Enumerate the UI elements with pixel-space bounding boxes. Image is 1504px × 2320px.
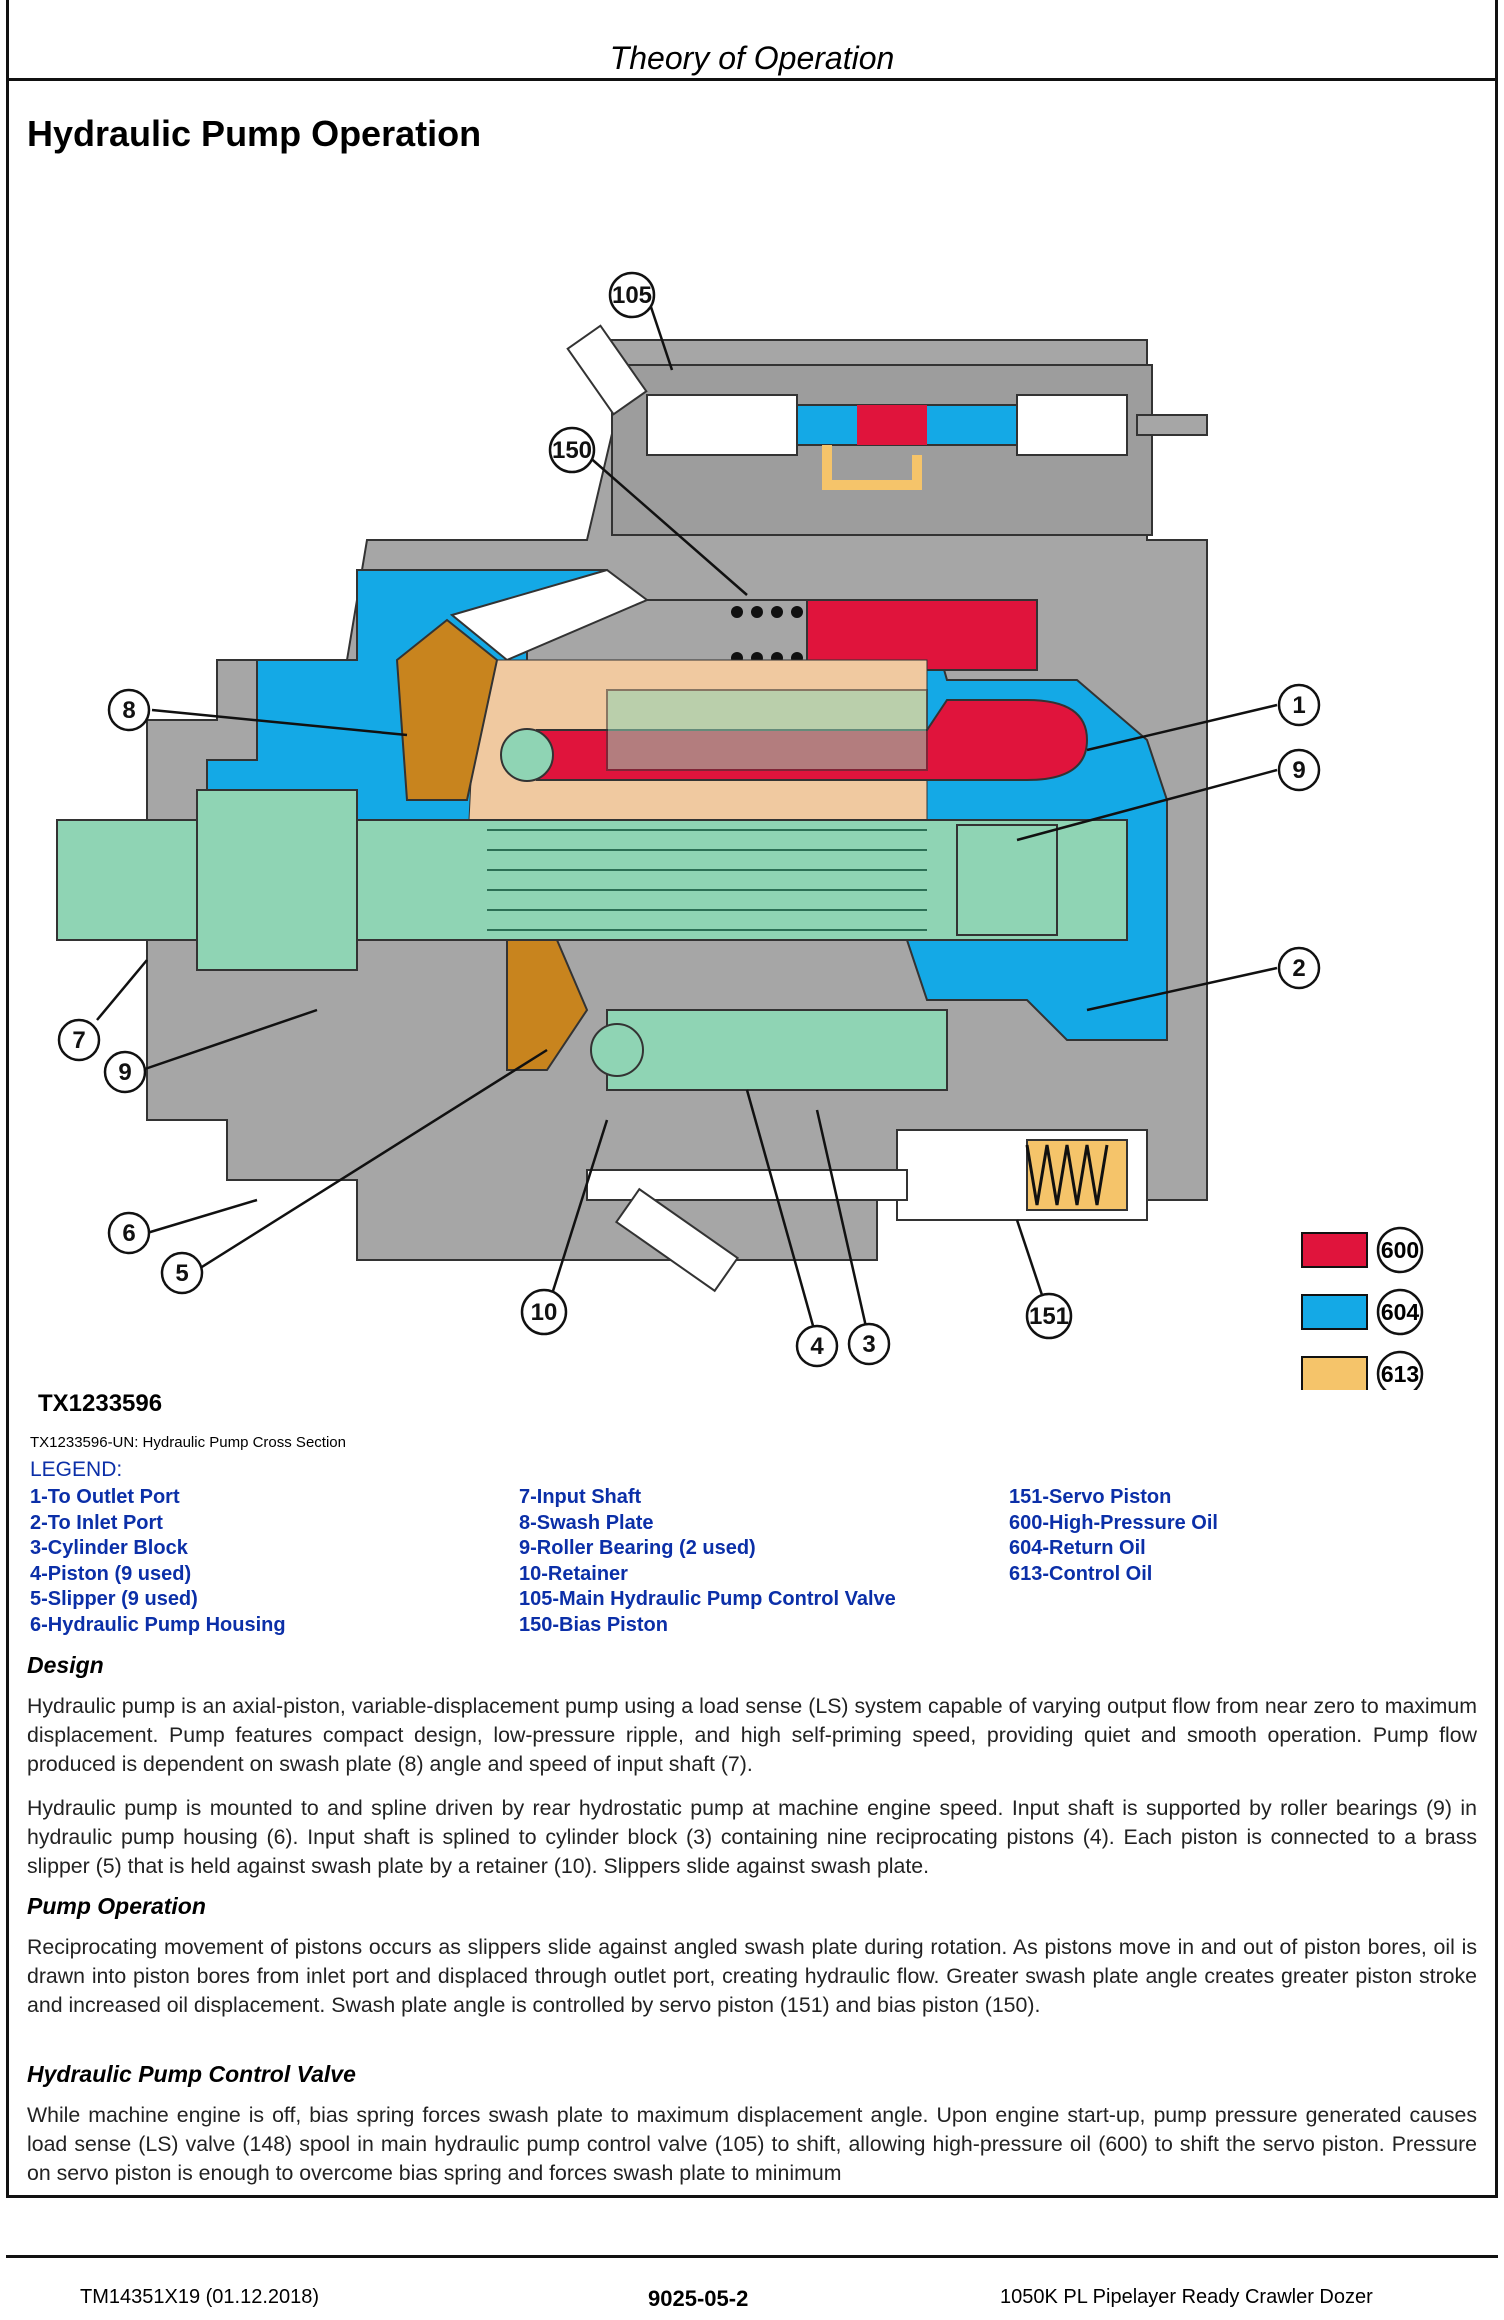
control-valve-heading: Hydraulic Pump Control Valve — [27, 2061, 356, 2087]
pump-operation-paragraph: Reciprocating movement of pistons occurs… — [27, 1935, 1477, 2017]
legend-item: 4-Piston (9 used) — [30, 1562, 192, 1585]
legend-item: 600-High-Pressure Oil — [1009, 1511, 1218, 1534]
footer-doc-id: TM14351X19 (01.12.2018) — [80, 2286, 320, 2308]
color-swatch-600 — [1301, 1232, 1368, 1268]
design-heading: Design — [27, 1652, 104, 1678]
color-swatch-604 — [1301, 1294, 1368, 1330]
lower-piston — [606, 1009, 948, 1091]
callout-7: 7 — [72, 1027, 85, 1054]
callout-105: 105 — [612, 282, 652, 309]
legend-item: 8-Swash Plate — [519, 1511, 654, 1534]
pump-cross-section-diagram: 105 150 8 1 9 7 9 2 6 5 10 4 3 151 600 6… — [56, 271, 1424, 1390]
callout-1: 1 — [1292, 692, 1305, 719]
figure-caption: TX1233596-UN: Hydraulic Pump Cross Secti… — [30, 1434, 346, 1451]
color-key-600: 600 — [1381, 1237, 1419, 1263]
figure-id: TX1233596 — [38, 1390, 163, 1417]
callout-9-lower: 9 — [118, 1059, 131, 1086]
color-key-604: 604 — [1381, 1299, 1420, 1325]
legend-item: 6-Hydraulic Pump Housing — [30, 1613, 286, 1636]
footer-machine-name: 1050K PL Pipelayer Ready Crawler Dozer — [1000, 2286, 1373, 2308]
legend-item: 7-Input Shaft — [519, 1486, 642, 1508]
header-rule — [6, 78, 1498, 81]
callout-2: 2 — [1292, 955, 1305, 982]
legend-item: 151-Servo Piston — [1009, 1486, 1172, 1508]
legend-item: 105-Main Hydraulic Pump Control Valve — [519, 1588, 896, 1610]
legend-item: 1-To Outlet Port — [30, 1486, 180, 1508]
callout-10: 10 — [531, 1299, 558, 1326]
legend-title: LEGEND: — [30, 1458, 123, 1481]
callout-8: 8 — [122, 697, 135, 724]
legend-item: 604-Return Oil — [1009, 1537, 1146, 1559]
page-title: Hydraulic Pump Operation — [27, 113, 482, 154]
color-swatch-613 — [1301, 1356, 1368, 1390]
color-key-613: 613 — [1381, 1361, 1419, 1387]
legend-item: 3-Cylinder Block — [30, 1537, 188, 1559]
page-frame — [6, 0, 1498, 2198]
swash-plate — [395, 618, 499, 801]
footer-page-number: 9025-05-2 — [648, 2286, 749, 2311]
legend-item: 5-Slipper (9 used) — [30, 1588, 198, 1610]
legend-item: 613-Control Oil — [1009, 1562, 1153, 1585]
pump-operation-heading: Pump Operation — [27, 1893, 206, 1919]
running-header: Theory of Operation — [609, 40, 895, 76]
footer-rule — [6, 2255, 1498, 2258]
legend-item: 9-Roller Bearing (2 used) — [519, 1537, 756, 1559]
callout-9-upper: 9 — [1292, 757, 1305, 784]
callout-151: 151 — [1029, 1303, 1069, 1330]
design-paragraph-1: Hydraulic pump is an axial-piston, varia… — [27, 1694, 1477, 1776]
color-key: 600 604 613 — [1301, 1226, 1424, 1390]
callout-150: 150 — [552, 437, 592, 464]
legend-column-2: 7-Input Shaft 8-Swash Plate 9-Roller Bea… — [519, 1485, 896, 1638]
callout-4: 4 — [810, 1333, 824, 1360]
design-paragraph-2: Hydraulic pump is mounted to and spline … — [27, 1796, 1477, 1878]
legend-item: 10-Retainer — [519, 1562, 628, 1585]
legend-column-3: 151-Servo Piston 600-High-Pressure Oil 6… — [1009, 1485, 1218, 1587]
callout-5: 5 — [175, 1260, 188, 1287]
legend-item: 2-To Inlet Port — [30, 1511, 163, 1534]
callout-3: 3 — [862, 1331, 875, 1358]
control-valve-paragraph: While machine engine is off, bias spring… — [27, 2103, 1477, 2185]
callout-bubbles: 105 150 8 1 9 7 9 2 6 5 10 4 3 151 — [57, 271, 1321, 1368]
legend-item: 150-Bias Piston — [519, 1613, 668, 1636]
legend-column-1: 1-To Outlet Port 2-To Inlet Port 3-Cylin… — [30, 1485, 286, 1638]
callout-6: 6 — [122, 1220, 135, 1247]
